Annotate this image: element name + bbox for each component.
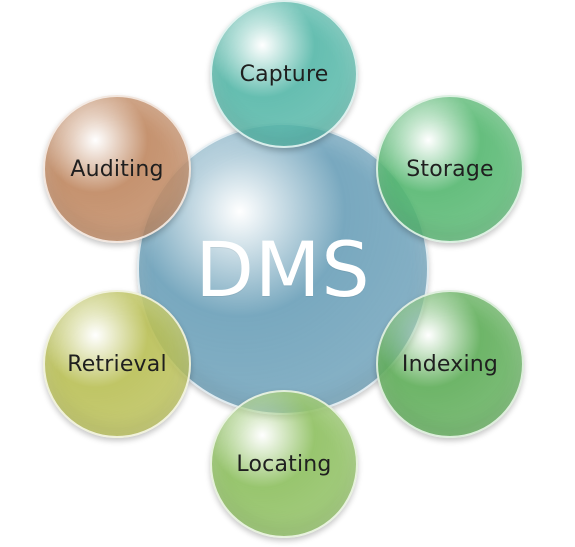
circle-capture: Capture [210, 0, 358, 148]
label-indexing: Indexing [401, 351, 499, 377]
circle-retrieval: Retrieval [43, 290, 191, 438]
label-storage: Storage [406, 156, 494, 182]
circle-storage: Storage [376, 95, 524, 243]
circle-locating: Locating [210, 390, 358, 538]
label-capture: Capture [239, 61, 329, 87]
label-retrieval: Retrieval [67, 351, 167, 377]
label-locating: Locating [236, 451, 332, 477]
circle-indexing: Indexing [376, 290, 524, 438]
circle-auditing: Auditing [43, 95, 191, 243]
label-auditing: Auditing [70, 156, 164, 182]
